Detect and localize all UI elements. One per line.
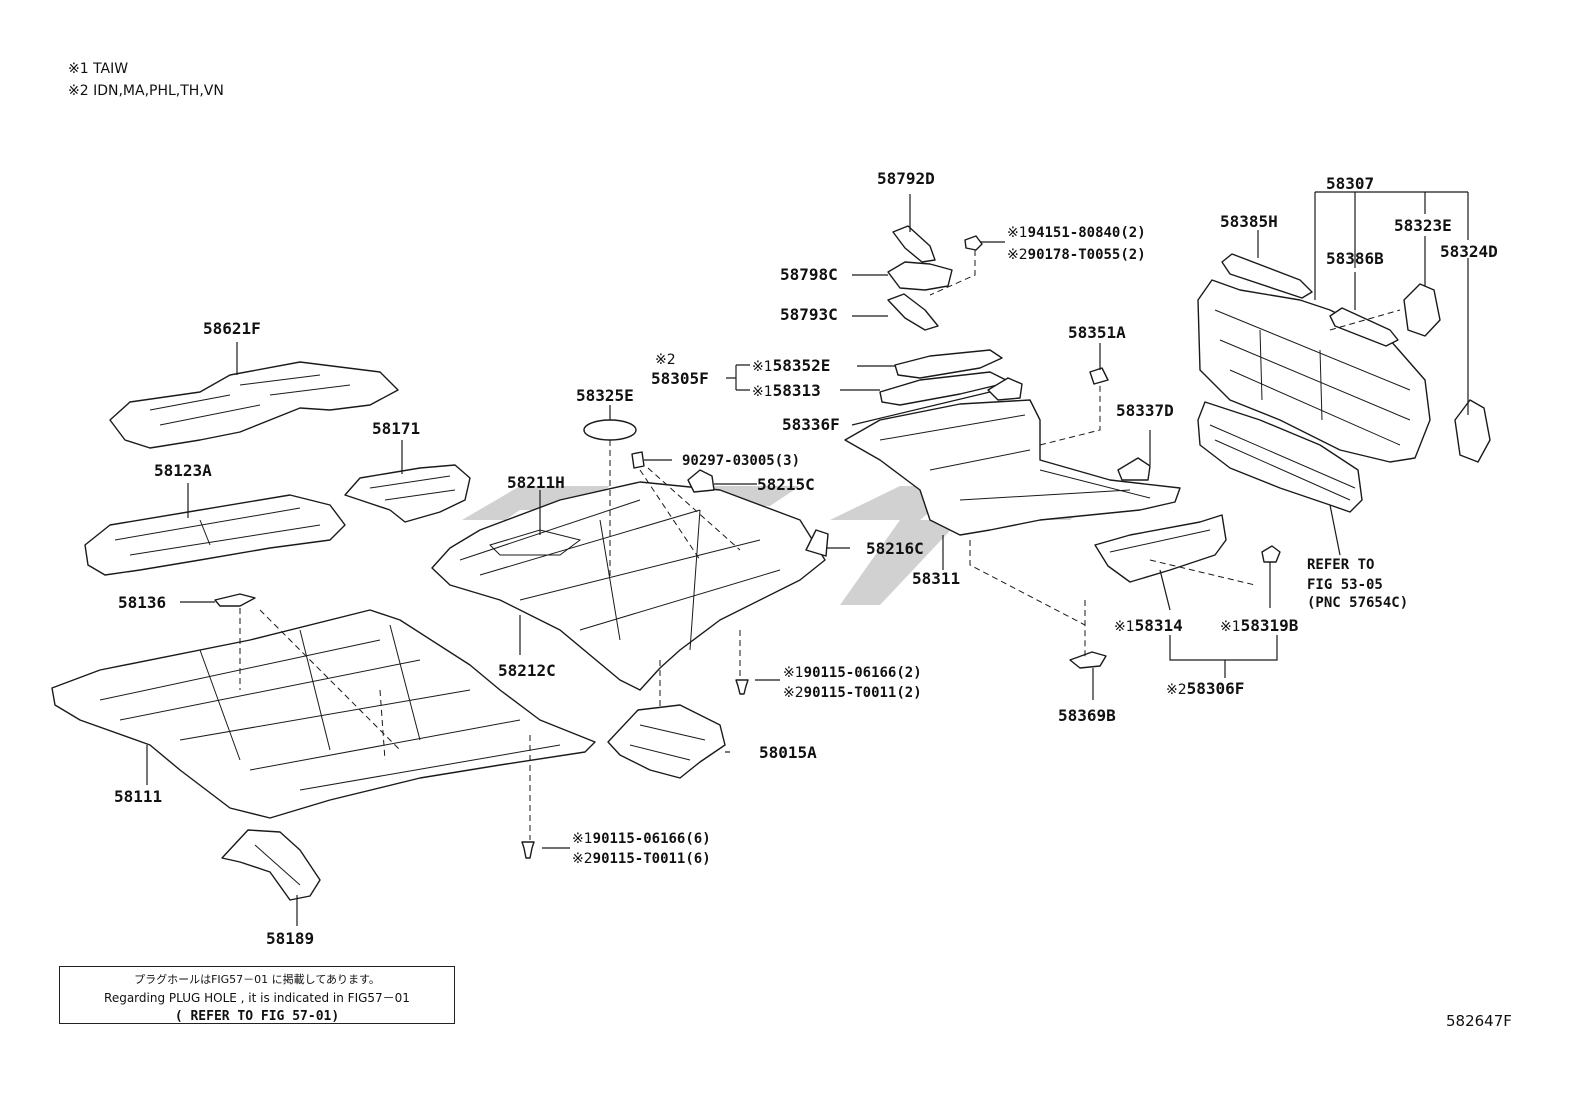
label-58216C[interactable]: 58216C <box>866 539 924 558</box>
part-58351A-drawing <box>1089 367 1109 385</box>
label-58307[interactable]: 58307 <box>1326 174 1375 193</box>
label-58212C[interactable]: 58212C <box>498 661 556 680</box>
part-58311-drawing <box>844 399 1181 536</box>
part-58314-drawing <box>1094 514 1227 583</box>
part-58793C-drawing <box>887 293 939 331</box>
label-58311[interactable]: 58311 <box>912 569 961 588</box>
label-58305F-mark: ※2 <box>655 352 676 368</box>
label-58336F[interactable]: 58336F <box>782 415 840 434</box>
label-58337D[interactable]: 58337D <box>1116 401 1174 420</box>
label-58123A[interactable]: 58123A <box>154 461 212 480</box>
part-58171-drawing <box>344 464 471 523</box>
label-58111[interactable]: 58111 <box>114 787 163 806</box>
label-58136[interactable]: 58136 <box>118 593 167 612</box>
part-58385H-drawing <box>1221 253 1313 299</box>
part-58325E-drawing <box>583 419 637 441</box>
label-90115-06166-2[interactable]: ※190115-06166(2) <box>783 665 922 681</box>
part-58307-drawing <box>1197 279 1431 463</box>
label-90178-T0055[interactable]: ※290178-T0055(2) <box>1007 247 1146 263</box>
part-58369B-drawing <box>1069 651 1107 669</box>
label-58386B[interactable]: 58386B <box>1326 249 1384 268</box>
label-90115-T0011-6[interactable]: ※290115-T0011(6) <box>572 851 711 867</box>
label-58351A[interactable]: 58351A <box>1068 323 1126 342</box>
legend-refer-line[interactable]: ( REFER TO FIG 57-01) <box>174 1009 340 1024</box>
label-58369B[interactable]: 58369B <box>1058 706 1116 725</box>
label-58215C[interactable]: 58215C <box>757 475 815 494</box>
label-58798C[interactable]: 58798C <box>780 265 838 284</box>
label-58306F[interactable]: ※258306F <box>1166 679 1245 699</box>
part-58319B-drawing <box>1261 545 1281 563</box>
part-58015A-drawing <box>607 704 726 779</box>
label-58211H[interactable]: 58211H <box>507 473 565 492</box>
part-58216C-drawing <box>805 529 829 557</box>
part-58136-drawing <box>214 593 256 607</box>
label-58792D[interactable]: 58792D <box>877 169 935 188</box>
assembly-dashed-lines <box>239 250 1401 840</box>
part-58189-drawing <box>221 829 321 901</box>
leader-lines <box>146 191 1469 926</box>
label-58385H[interactable]: 58385H <box>1220 212 1278 231</box>
legend-english-line: Regarding PLUG HOLE , it is indicated in… <box>104 991 410 1005</box>
label-90297-03005[interactable]: 90297-03005(3) <box>682 453 801 469</box>
part-58336F-drawing <box>987 377 1023 401</box>
part-58313-drawing <box>879 371 1011 406</box>
label-90115-T0011-2[interactable]: ※290115-T0011(2) <box>783 685 922 701</box>
part-clip-94151-drawing <box>964 235 983 251</box>
refer-line-2[interactable]: FIG 53-05 <box>1307 577 1383 593</box>
label-58313[interactable]: ※158313 <box>752 381 821 401</box>
part-90297-drawing <box>631 451 645 469</box>
part-bolt-90115-a-drawing <box>735 679 749 695</box>
label-58352E[interactable]: ※158352E <box>752 356 831 376</box>
part-58621F-drawing <box>109 361 399 449</box>
part-58386B-drawing <box>1329 307 1399 347</box>
part-58324D-drawing <box>1454 399 1491 463</box>
part-58212C-drawing <box>431 481 826 691</box>
part-58337D-drawing <box>1117 457 1151 481</box>
part-58792D-drawing <box>892 225 936 263</box>
refer-line-3: (PNC 57654C) <box>1307 595 1409 611</box>
label-58015A[interactable]: 58015A <box>759 743 817 762</box>
label-90115-06166-6[interactable]: ※190115-06166(6) <box>572 831 711 847</box>
label-58189[interactable]: 58189 <box>266 929 315 948</box>
part-58215C-drawing <box>687 469 715 493</box>
label-58171[interactable]: 58171 <box>372 419 421 438</box>
label-58305F[interactable]: 58305F <box>651 369 709 388</box>
label-58319B[interactable]: ※158319B <box>1220 616 1299 636</box>
label-58323E[interactable]: 58323E <box>1394 216 1452 235</box>
part-rear-lower-panel-drawing <box>1197 401 1363 513</box>
part-58352E-drawing <box>894 349 1003 379</box>
label-58793C[interactable]: 58793C <box>780 305 838 324</box>
note-2: ※2 IDN,MA,PHL,TH,VN <box>68 83 224 99</box>
part-58323E-drawing <box>1403 283 1441 337</box>
label-58621F[interactable]: 58621F <box>203 319 261 338</box>
refer-line-1: REFER TO <box>1307 557 1375 573</box>
note-1: ※1 TAIW <box>68 61 129 77</box>
plug-hole-legend-box: プラグホールはFIG57－01 に掲載してあります。 Regarding PLU… <box>59 966 455 1024</box>
part-58123A-drawing <box>84 494 346 576</box>
label-58325E[interactable]: 58325E <box>576 386 634 405</box>
label-58314[interactable]: ※158314 <box>1114 616 1183 636</box>
region-notes: ※1 TAIW ※2 IDN,MA,PHL,TH,VN <box>68 58 224 102</box>
figure-code: 582647F <box>1446 1012 1512 1030</box>
label-94151-80840[interactable]: ※194151-80840(2) <box>1007 225 1146 241</box>
label-58324D[interactable]: 58324D <box>1440 242 1498 261</box>
legend-japanese-line: プラグホールはFIG57－01 に掲載してあります。 <box>134 973 380 986</box>
part-bolt-90115-c-drawing <box>521 841 535 859</box>
part-58798C-drawing <box>887 261 953 291</box>
